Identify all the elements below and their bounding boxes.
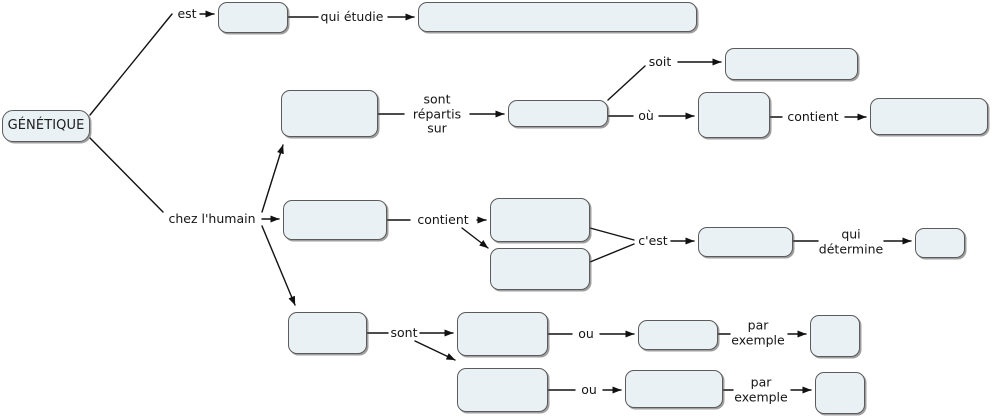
edge-line [607,65,646,101]
edge-label: c'est [638,232,668,248]
concept-node[interactable] [725,48,858,80]
concept-node[interactable] [815,372,865,414]
edge-label: contient [417,211,469,227]
edge-label: par exemple [731,317,785,347]
concept-node[interactable] [288,312,367,354]
edge-arrow [261,144,284,213]
concept-node[interactable] [281,90,378,137]
edge-line [589,227,635,241]
concept-node[interactable] [625,370,723,408]
concept-node[interactable] [698,92,770,138]
concept-node[interactable] [283,200,387,240]
edge-line [589,243,635,263]
edge-label: par exemple [734,374,788,404]
edge-label: contient [787,108,839,124]
edge-label: ou [581,381,597,397]
concept-node[interactable] [810,315,860,357]
edge-label: soit [648,53,672,69]
concept-node[interactable] [218,2,288,33]
edge-label: qui étudie [320,8,384,24]
concept-node[interactable] [698,227,793,257]
concept-node[interactable] [490,248,590,290]
edge-arrow [414,340,456,361]
edge-label: ou [578,325,594,341]
root-node[interactable]: GÉNÉTIQUE [2,110,90,142]
edge-label: sont répartis sur [412,91,462,136]
edge-label: est [177,5,197,21]
concept-node[interactable] [915,228,965,258]
edge-label: chez l'humain [168,210,256,226]
edge-arrow [461,227,489,249]
concept-node[interactable] [457,368,548,412]
concept-node[interactable] [870,98,988,135]
edge-line [89,13,173,116]
concept-node[interactable] [490,198,590,242]
concept-node[interactable] [457,312,548,356]
concept-node[interactable] [418,2,697,32]
concept-node[interactable] [638,320,718,350]
edge-label: où [638,107,654,123]
concept-node[interactable] [508,100,608,127]
edge-line [89,137,164,213]
edge-label: qui détermine [818,226,884,256]
edge-label: sont [390,324,418,340]
